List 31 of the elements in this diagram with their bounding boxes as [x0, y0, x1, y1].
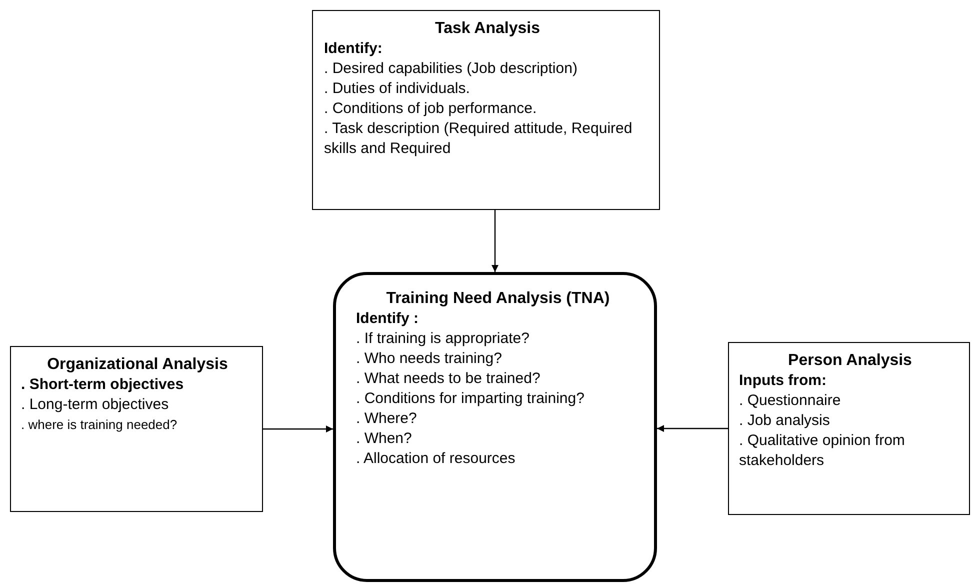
box-heading: Person Analysis	[787, 351, 913, 371]
arrow	[263, 426, 333, 432]
list-item: . where is training needed?	[21, 416, 178, 434]
arrow	[492, 210, 498, 272]
list-item: . Duties of individuals.	[324, 79, 471, 99]
subheading: Identify :	[356, 309, 420, 329]
arrow	[657, 425, 728, 432]
list-item: . Job analysis	[739, 411, 831, 431]
list-item: . If training is appropriate?	[356, 329, 530, 349]
list-item: . Desired capabilities (Job description)	[324, 59, 578, 79]
list-item: . Long-term objectives	[21, 395, 170, 415]
box-heading: Organizational Analysis	[46, 355, 229, 375]
subheading: Identify:	[324, 39, 384, 59]
process-box	[10, 346, 263, 512]
list-item: . Where?	[356, 409, 418, 429]
list-item: . Allocation of resources	[356, 449, 516, 469]
process-box	[312, 10, 660, 210]
process-box	[728, 342, 970, 515]
box-heading: Task Analysis	[434, 19, 541, 39]
subheading: . Short-term objectives	[21, 375, 185, 395]
list-item: . Qualitative opinion from stakeholders	[739, 431, 906, 471]
list-item: . What needs to be trained?	[356, 369, 542, 389]
list-item: . Conditions for imparting training?	[356, 389, 586, 409]
box-heading: Training Need Analysis (TNA)	[385, 289, 611, 309]
list-item: . Who needs training?	[356, 349, 503, 369]
list-item: . Conditions of job performance.	[324, 99, 538, 119]
list-item: . Task description (Required attitude, Required skills and Required	[324, 119, 634, 159]
list-item: . Questionnaire	[739, 391, 842, 411]
list-item: . When?	[356, 429, 413, 449]
rounded-process-box	[333, 272, 657, 582]
subheading: Inputs from:	[739, 371, 828, 391]
